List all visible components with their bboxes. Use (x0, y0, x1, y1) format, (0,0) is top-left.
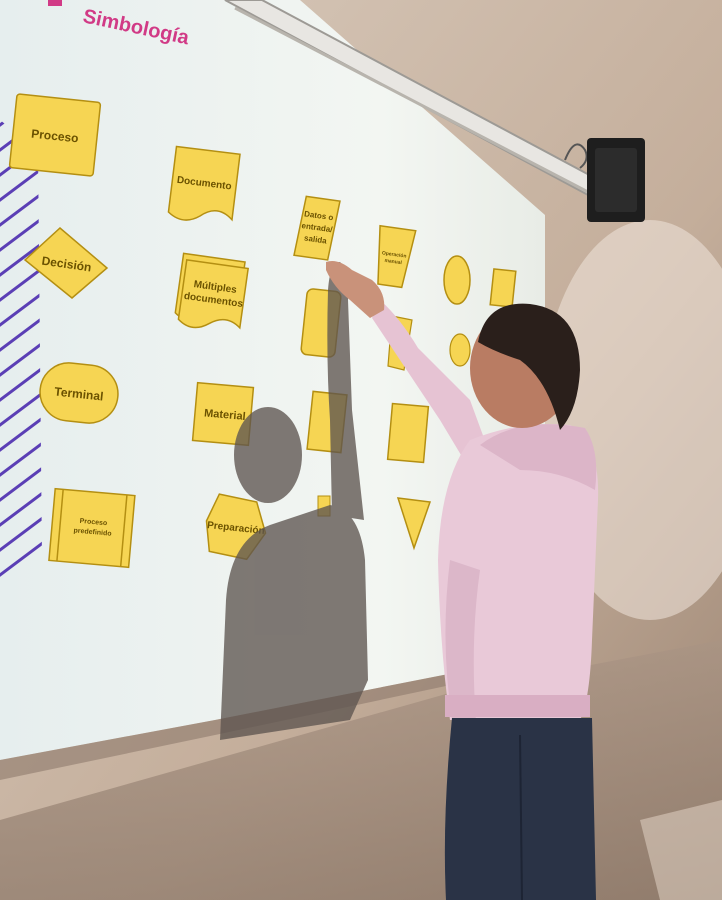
presenter-hood (480, 424, 597, 490)
label-proceso-predef-1: Proceso (79, 518, 107, 527)
symbol-operacion-manual: Operación manual (377, 224, 417, 289)
title-accent (48, 0, 62, 6)
presenter-raised-arm (372, 300, 492, 470)
jeans-seam (519, 734, 523, 900)
label-proceso: Proceso (31, 127, 80, 146)
symbol-conector (443, 255, 471, 305)
symbol-multiples-documentos: Múltiples documentos (174, 252, 250, 330)
label-datos-2: entrada/ (301, 221, 334, 234)
label-operacion-2: manual (384, 258, 403, 266)
presenter (326, 261, 599, 900)
label-operacion-1: Operación (381, 250, 406, 259)
symbol-datos: Datos o entrada/ salida (293, 195, 341, 261)
presenter-hair (478, 303, 580, 430)
symbol-documento: Documento (167, 145, 241, 222)
floor-light-glare (640, 800, 722, 900)
label-terminal: Terminal (54, 384, 104, 403)
symbol-terminal: Terminal (39, 362, 119, 424)
symbol-small-right-2 (449, 333, 471, 367)
screen-cable (564, 143, 588, 169)
presenter-hand (326, 261, 385, 318)
speaker-grille (595, 148, 637, 212)
label-material: Material (204, 407, 246, 423)
symbol-material: Material (191, 381, 255, 447)
symbol-decision: Decisión (23, 227, 109, 299)
hoodie-band (445, 695, 590, 717)
symbol-extraccion (396, 497, 432, 551)
symbol-proceso-predefinido: Proceso predefinido (48, 487, 136, 569)
label-datos-1: Datos o (304, 209, 334, 222)
symbol-small-right (489, 268, 517, 308)
person-shadow (220, 262, 368, 740)
screen-roller-edge (234, 6, 589, 194)
symbol-right-mid (386, 402, 430, 464)
label-datos-3: salida (304, 233, 328, 245)
presenter-hoodie (438, 424, 599, 720)
label-proceso-predef-2: predefinido (73, 527, 112, 537)
symbol-proceso: Proceso (8, 93, 102, 177)
presenter-lower-arm (445, 560, 480, 722)
label-decision: Decisión (41, 254, 92, 275)
projection-screen (0, 0, 545, 760)
